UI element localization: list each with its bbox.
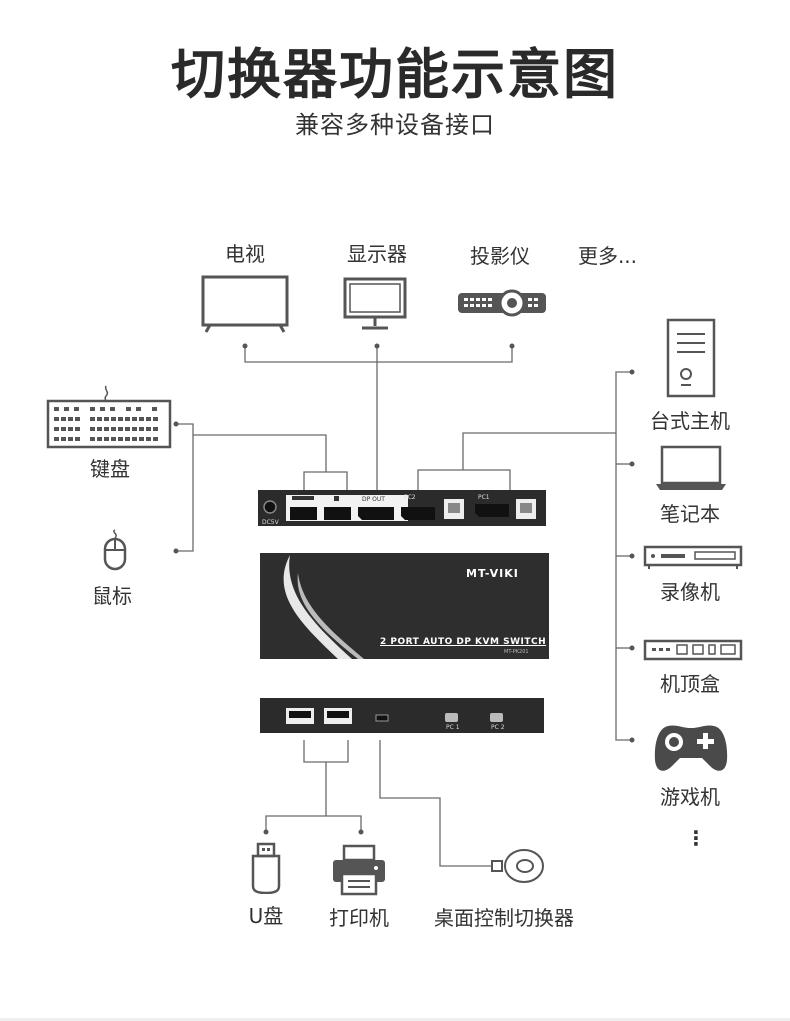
front-pc1-label: PC 1 bbox=[446, 724, 460, 731]
kvm-front-panel: PC 1 PC 2 bbox=[260, 698, 544, 733]
usb-drive-icon bbox=[251, 842, 281, 894]
display-bus-line bbox=[244, 346, 513, 363]
rear-pc2-label: PC2 bbox=[404, 494, 416, 501]
gamepad-icon bbox=[654, 725, 728, 771]
pc2-button bbox=[490, 713, 503, 722]
front-usb-branch bbox=[303, 740, 349, 763]
pc1-button bbox=[445, 713, 458, 722]
tv-icon bbox=[201, 275, 289, 333]
projector-label: 投影仪 bbox=[470, 244, 530, 268]
kvm-swoosh-logo bbox=[283, 555, 364, 659]
monitor-label: 显示器 bbox=[347, 242, 407, 266]
model-label: MT-PK201 bbox=[504, 649, 529, 655]
monitor-icon bbox=[343, 277, 407, 330]
mouse-label: 鼠标 bbox=[92, 584, 132, 608]
projector-icon bbox=[458, 289, 546, 317]
set-top-box-icon bbox=[643, 639, 743, 661]
laptop-label: 笔记本 bbox=[660, 502, 720, 526]
peripheral-bus-line bbox=[193, 434, 327, 472]
bottom-device-line bbox=[265, 815, 362, 832]
printer-icon bbox=[333, 844, 385, 896]
page-subtitle: 兼容多种设备接口 bbox=[295, 111, 495, 139]
rear-dp-out-label: DP OUT bbox=[362, 496, 385, 503]
game-console-label: 游戏机 bbox=[660, 785, 720, 809]
controller-line bbox=[379, 740, 492, 867]
kvm-top-panel: MT-VIKI 2 PORT AUTO DP KVM SWITCH MT-PK2… bbox=[260, 553, 549, 659]
recorder-label: 录像机 bbox=[660, 580, 720, 604]
brand-label: MT-VIKI bbox=[466, 567, 519, 580]
desktop-controller-label: 桌面控制切换器 bbox=[434, 906, 574, 930]
usb-drive-label: U盘 bbox=[248, 904, 284, 928]
page-title: 切换器功能示意图 bbox=[171, 43, 619, 106]
more-outputs-label: 更多... bbox=[577, 244, 638, 268]
page-bottom-divider bbox=[0, 1018, 790, 1021]
keyboard-icon bbox=[46, 385, 172, 449]
laptop-icon bbox=[656, 445, 726, 490]
mouse-icon bbox=[103, 529, 127, 571]
more-devices-indicator: ⋮ bbox=[686, 826, 706, 850]
set-top-box-label: 机顶盒 bbox=[660, 672, 720, 696]
desktop-controller-icon bbox=[491, 849, 544, 883]
usb-rear-branch bbox=[303, 471, 348, 490]
dc-power-port bbox=[263, 500, 277, 514]
product-name: 2 PORT AUTO DP KVM SWITCH bbox=[380, 637, 547, 647]
pc-bus-line bbox=[462, 432, 616, 470]
rear-pc1-label: PC1 bbox=[478, 494, 490, 501]
desktop-tower-icon bbox=[666, 318, 716, 398]
printer-label: 打印机 bbox=[329, 906, 389, 930]
front-pc2-label: PC 2 bbox=[491, 724, 505, 731]
keyboard-mouse-line bbox=[176, 423, 194, 552]
pc-ports-branch bbox=[417, 469, 511, 490]
recorder-icon bbox=[643, 545, 743, 569]
keyboard-label: 键盘 bbox=[90, 457, 130, 481]
desktop-label: 台式主机 bbox=[650, 409, 730, 433]
kvm-rear-panel: DC5V DP OUT PC2 PC1 bbox=[258, 490, 546, 526]
tv-label: 电视 bbox=[225, 242, 265, 266]
rear-dc-label: DC5V bbox=[262, 519, 279, 526]
